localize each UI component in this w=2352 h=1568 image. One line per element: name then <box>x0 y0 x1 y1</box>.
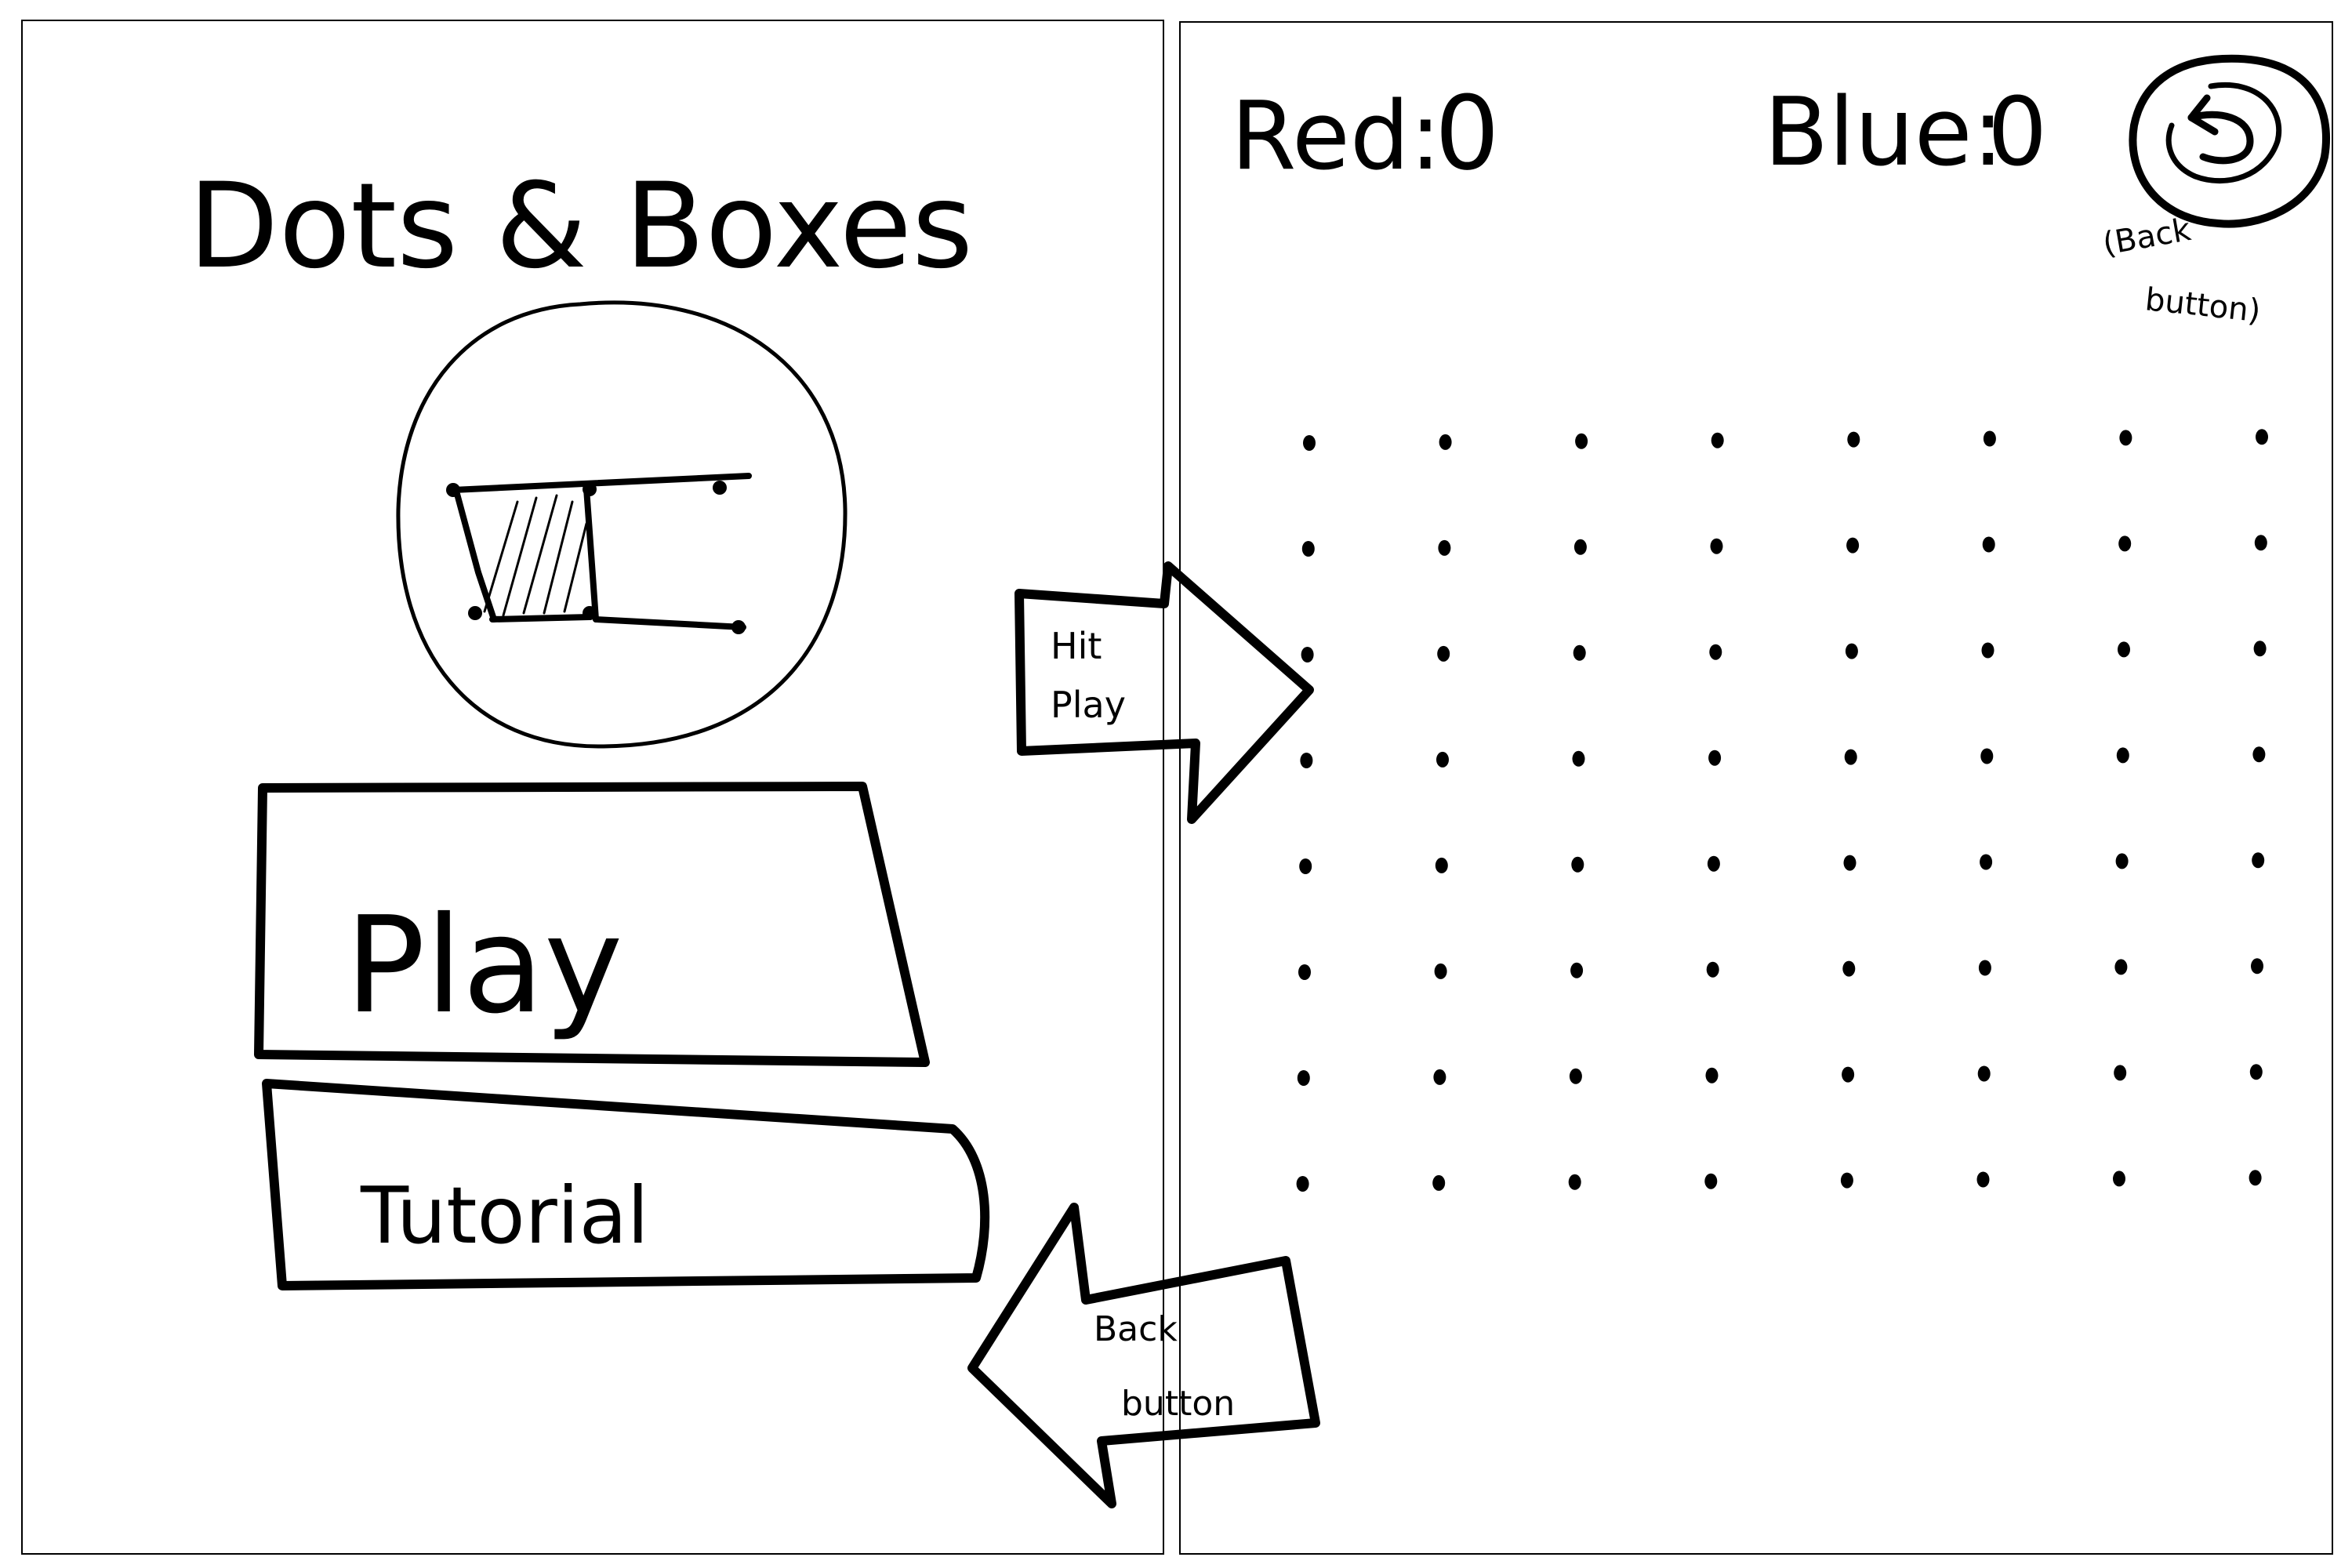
game-screen-panel <box>1179 21 2333 1555</box>
grid-dot[interactable] <box>1842 1066 1855 1083</box>
grid-dot[interactable] <box>1843 855 1857 871</box>
grid-dot[interactable] <box>1980 748 1994 764</box>
grid-dot[interactable] <box>1710 538 1723 554</box>
grid-dot[interactable] <box>2252 746 2266 763</box>
tutorial-button-label: Tutorial <box>360 1170 649 1261</box>
grid-dot[interactable] <box>2249 1064 2263 1080</box>
grid-dot[interactable] <box>2119 430 2132 446</box>
grid-dot[interactable] <box>1303 435 1316 451</box>
grid-dot[interactable] <box>2253 641 2267 657</box>
grid-dot[interactable] <box>1980 854 1993 870</box>
back-button-note: (Back button) <box>2100 212 2263 330</box>
grid-dot[interactable] <box>1435 857 1448 873</box>
dots-and-boxes-logo <box>396 300 848 749</box>
grid-dot[interactable] <box>1842 960 1856 977</box>
app-title: Dots & Boxes <box>188 158 973 295</box>
grid-dot[interactable] <box>2116 747 2129 764</box>
hit-play-note-line2: Play <box>1051 684 1126 726</box>
grid-dot[interactable] <box>1982 536 1995 553</box>
grid-dot[interactable] <box>2118 641 2130 658</box>
grid-dot[interactable] <box>1301 647 1314 662</box>
grid-dot[interactable] <box>2113 1171 2125 1187</box>
grid-dot[interactable] <box>1572 750 1585 767</box>
grid-dot[interactable] <box>1573 644 1586 661</box>
grid-dot[interactable] <box>1436 751 1449 768</box>
grid-dot[interactable] <box>1573 539 1587 555</box>
grid-dot[interactable] <box>1434 963 1447 979</box>
back-button-arrow: Back button <box>967 1203 1320 1508</box>
undo-arrow-icon <box>2187 94 2254 165</box>
grid-dot[interactable] <box>1708 750 1722 766</box>
grid-dot[interactable] <box>2252 852 2265 869</box>
grid-dot[interactable] <box>1571 856 1584 873</box>
grid-dot[interactable] <box>1296 1176 1309 1192</box>
grid-dot[interactable] <box>2114 1065 2127 1081</box>
grid-dot[interactable] <box>1297 1070 1310 1086</box>
grid-dot[interactable] <box>1299 858 1312 874</box>
grid-dot[interactable] <box>1977 1065 1991 1082</box>
tutorial-button[interactable]: Tutorial <box>262 1079 990 1290</box>
grid-dot[interactable] <box>1981 642 1994 659</box>
dot-grid[interactable] <box>1296 429 2268 1192</box>
grid-dot[interactable] <box>1711 432 1724 448</box>
grid-dot[interactable] <box>1706 961 1719 978</box>
grid-dot[interactable] <box>1433 1069 1446 1085</box>
grid-dot[interactable] <box>1709 644 1722 660</box>
hit-play-note-line1: Hit <box>1051 625 1102 667</box>
blue-score: Blue: 0 <box>1764 78 2047 187</box>
hit-play-arrow: Hit Play <box>1014 561 1314 824</box>
grid-dot[interactable] <box>1705 1067 1719 1083</box>
grid-dot[interactable] <box>1570 962 1584 978</box>
back-button-note-line1: (Back <box>2100 212 2194 263</box>
grid-dot[interactable] <box>2251 958 2263 975</box>
grid-dot[interactable] <box>1438 539 1451 556</box>
grid-dot[interactable] <box>1707 855 1720 872</box>
grid-dot[interactable] <box>1840 1172 1853 1189</box>
red-score-value: 0 <box>1435 74 1500 193</box>
blue-score-value: 0 <box>1987 78 2047 187</box>
back-note-line2: button <box>1121 1384 1235 1424</box>
grid-dot[interactable] <box>1847 431 1860 448</box>
logo-filled-box <box>483 494 588 617</box>
grid-dot[interactable] <box>1846 537 1860 554</box>
grid-dot[interactable] <box>1976 1171 1990 1188</box>
grid-dot[interactable] <box>1575 433 1588 449</box>
play-button-label: Play <box>345 888 623 1044</box>
red-score: Red: 0 <box>1231 74 1500 193</box>
back-button[interactable] <box>2129 54 2330 228</box>
grid-dot[interactable] <box>2249 1170 2262 1186</box>
play-button[interactable]: Play <box>254 782 930 1067</box>
grid-dot[interactable] <box>1568 1174 1581 1190</box>
grid-dot[interactable] <box>2254 535 2267 551</box>
grid-dot[interactable] <box>1978 960 1991 976</box>
grid-dot[interactable] <box>2256 429 2268 445</box>
grid-dot[interactable] <box>1569 1068 1582 1084</box>
blue-score-label: Blue: <box>1764 78 2004 187</box>
grid-dot[interactable] <box>1845 643 1858 659</box>
grid-dot[interactable] <box>1983 430 1996 447</box>
grid-dot[interactable] <box>1844 749 1857 765</box>
back-button-note-line2: button) <box>2143 281 2263 329</box>
grid-dot[interactable] <box>2118 535 2132 552</box>
back-note-line1: Back <box>1094 1309 1178 1349</box>
grid-dot[interactable] <box>1439 434 1452 450</box>
red-score-label: Red: <box>1231 82 1441 191</box>
grid-dot[interactable] <box>1704 1173 1718 1189</box>
grid-dot[interactable] <box>1300 753 1313 768</box>
grid-dot[interactable] <box>2114 959 2128 975</box>
grid-dot[interactable] <box>1437 645 1450 662</box>
grid-dot[interactable] <box>1298 964 1311 980</box>
grid-dot[interactable] <box>1301 541 1315 557</box>
grid-dot[interactable] <box>2115 853 2129 869</box>
grid-dot[interactable] <box>1432 1174 1446 1191</box>
